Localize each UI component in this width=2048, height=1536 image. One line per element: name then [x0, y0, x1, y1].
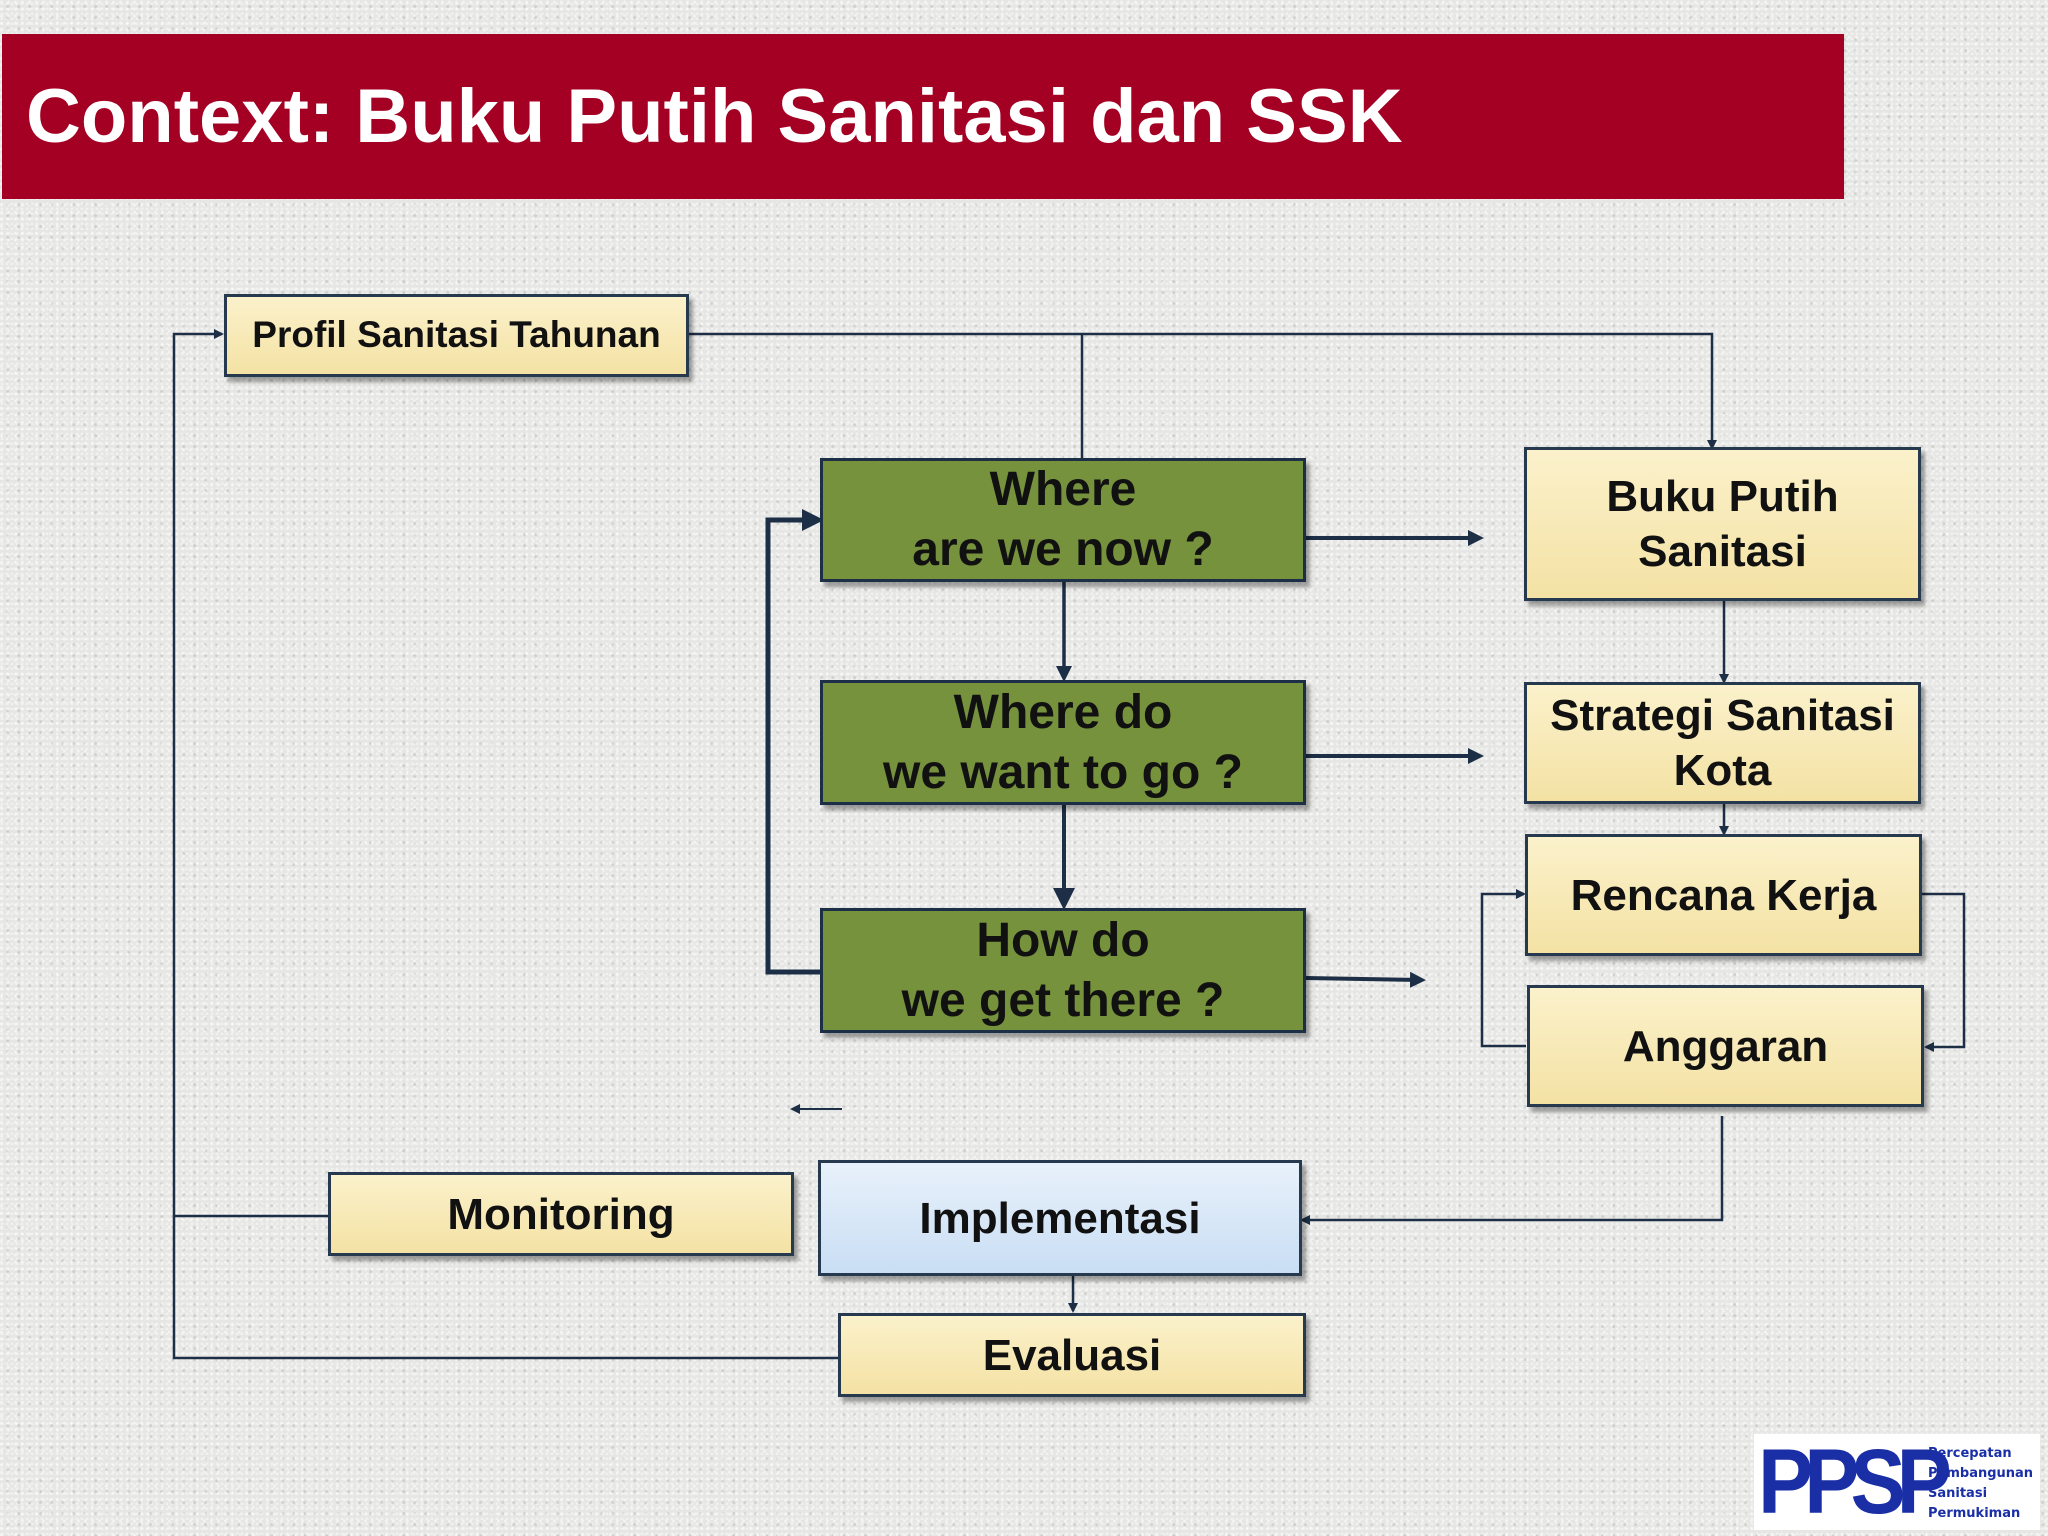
rencana-kerja-label: Rencana Kerja [1570, 870, 1877, 920]
how-box: How do we get there ? [820, 908, 1306, 1033]
how-back-to-now-line [765, 509, 824, 975]
anggaran-box: Anggaran [1527, 985, 1924, 1107]
buku-putih-box: Buku Putih Sanitasi [1524, 447, 1921, 601]
logo-word: Sanitasi [1928, 1486, 1988, 1501]
evaluasi-label: Evaluasi [982, 1330, 1162, 1380]
logo-word: Permukiman [1928, 1506, 2021, 1521]
logo-word: Pembangunan [1928, 1466, 2034, 1481]
rencana-to-anggaran-loop [1922, 892, 1966, 1052]
ppsp-logo-mark: PPSP [1758, 1431, 1952, 1533]
evaluasi-box: Evaluasi [838, 1313, 1306, 1397]
implementasi-box: Implementasi [818, 1160, 1302, 1276]
strategi-sanitasi-label: Strategi Sanitasi Kota [1550, 691, 1895, 795]
anggaran-to-implementasi-line [1300, 1116, 1724, 1225]
how-label: How do we get there ? [901, 913, 1225, 1027]
buku-putih-label: Buku Putih Sanitasi [1606, 472, 1839, 576]
profil-sanitasi-box: Profil Sanitasi Tahunan [224, 294, 689, 377]
page-title: Context: Buku Putih Sanitasi dan SSK [26, 74, 1403, 159]
profil-sanitasi-label: Profil Sanitasi Tahunan [252, 314, 661, 356]
logo-word: Percepatan [1928, 1446, 2012, 1461]
monitoring-box: Monitoring [328, 1172, 794, 1256]
anggaran-to-rencana-loop [1480, 889, 1526, 1048]
anggaran-label: Anggaran [1622, 1021, 1829, 1071]
monitoring-label: Monitoring [447, 1189, 675, 1239]
ppsp-logo-words: Percepatan Pembangunan Sanitasi Permukim… [1928, 1444, 2033, 1524]
rencana-kerja-box: Rencana Kerja [1525, 834, 1922, 956]
ppsp-logo: PPSP Percepatan Pembangunan Sanitasi Per… [1754, 1434, 2040, 1530]
implementasi-label: Implementasi [919, 1193, 1201, 1243]
where-now-box: Where are we now ? [820, 458, 1306, 582]
strategi-sanitasi-box: Strategi Sanitasi Kota [1524, 682, 1921, 804]
where-go-label: Where do we want to go ? [883, 685, 1243, 799]
title-bar: Context: Buku Putih Sanitasi dan SSK [2, 34, 1844, 199]
where-now-label: Where are we now ? [912, 463, 1214, 576]
where-go-box: Where do we want to go ? [820, 680, 1306, 805]
profil-to-buku-line [688, 332, 1717, 450]
how-to-rencana-arrow [1305, 971, 1426, 988]
left-loop-line [172, 329, 838, 1360]
